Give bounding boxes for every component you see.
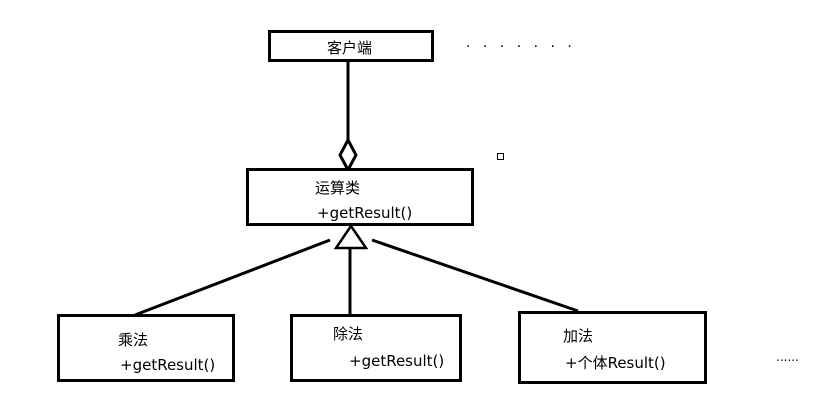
- client-label: 客户端: [327, 39, 373, 57]
- multiply-class-name: 乘法: [118, 331, 149, 349]
- multiply-class-box: 乘法 +getResult(): [57, 314, 235, 382]
- operation-class-method: +getResult(): [317, 204, 413, 222]
- add-class-box: 加法 +个体Result(): [518, 311, 707, 384]
- inheritance-triangle: [333, 223, 369, 250]
- operation-class-name: 运算类: [315, 179, 361, 197]
- add-class-method: +个体Result(): [565, 354, 666, 372]
- aggregation-diamond: [338, 136, 358, 174]
- ellipsis-right: ......: [776, 350, 799, 364]
- add-class-name: 加法: [563, 327, 594, 345]
- ellipsis-top: · · · · · · ·: [466, 39, 576, 55]
- stray-square: [497, 153, 504, 160]
- divide-class-box: 除法 +getResult(): [290, 314, 462, 382]
- client-box: 客户端: [268, 30, 434, 62]
- operation-class-box: 运算类 +getResult(): [246, 168, 474, 226]
- multiply-class-method: +getResult(): [120, 356, 216, 374]
- divide-class-name: 除法: [333, 325, 364, 343]
- divide-class-method: +getResult(): [349, 352, 445, 370]
- inheritance-line-add: [371, 238, 579, 313]
- inheritance-line-multiply: [134, 238, 331, 317]
